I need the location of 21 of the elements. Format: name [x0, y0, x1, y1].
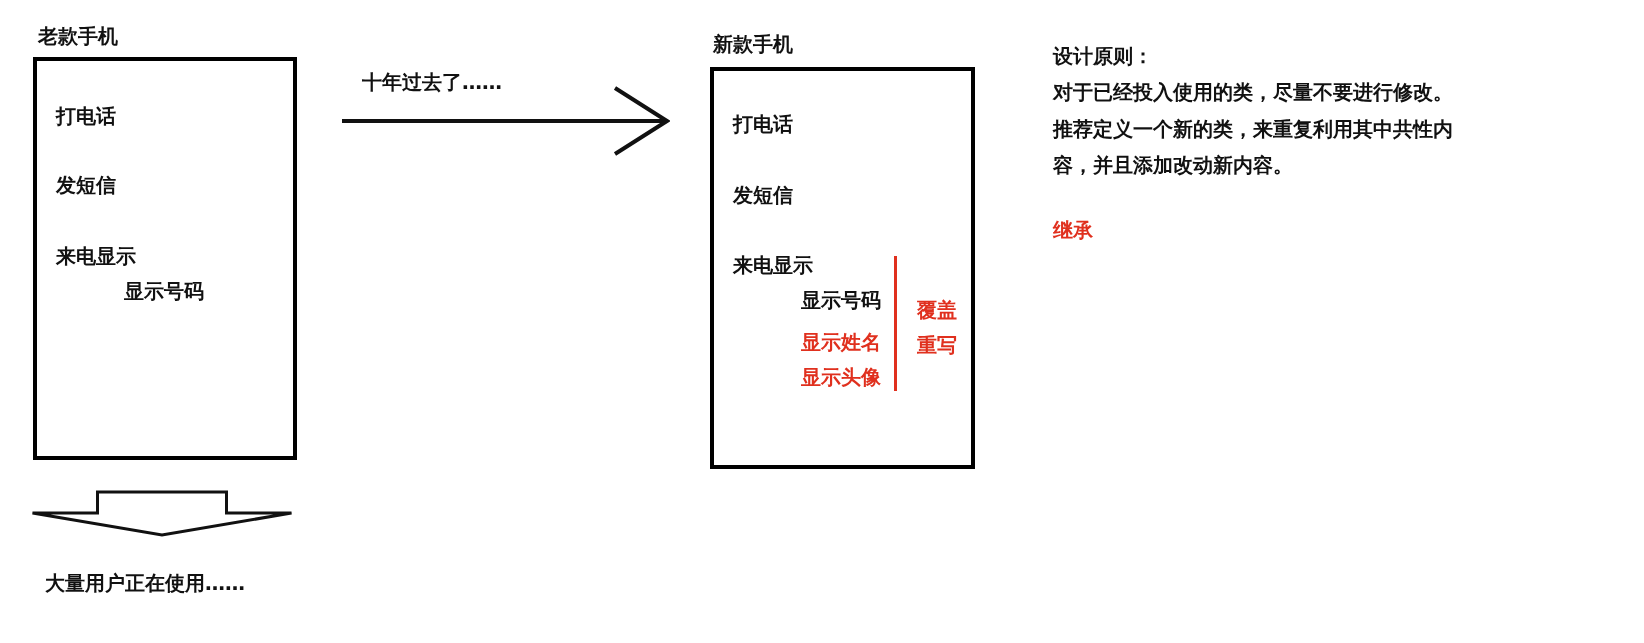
heading-text: 新款手机: [713, 32, 793, 56]
keyword-text: 继承: [1053, 218, 1093, 242]
feature-text: 显示号码: [801, 288, 881, 312]
block-arrow: [31, 490, 293, 537]
arrow: [342, 86, 669, 156]
feature-text: 来电显示: [733, 253, 813, 277]
annotation-text: 重写: [917, 333, 957, 357]
feature-text: 打电话: [733, 112, 793, 136]
feature-text: 来电显示: [56, 244, 136, 268]
annotation-text: 覆盖: [917, 298, 957, 322]
feature-text: 显示姓名: [801, 330, 881, 354]
heading-text: 老款手机: [38, 24, 118, 48]
feature-text: 发短信: [56, 173, 116, 197]
paragraph-text: 对于已经投入使用的类，尽量不要进行修改。推荐定义一个新的类，来重复利用其中共性内容，并且添加改动新内容。: [1053, 79, 1454, 179]
heading-text: 设计原则：: [1053, 44, 1153, 68]
feature-text: 显示头像: [801, 365, 881, 389]
status-text: 大量用户正在使用……: [45, 571, 245, 595]
feature-text: 发短信: [733, 183, 793, 207]
feature-text: 打电话: [56, 104, 116, 128]
feature-text: 显示号码: [124, 279, 204, 303]
edge-label: 十年过去了……: [362, 70, 502, 94]
